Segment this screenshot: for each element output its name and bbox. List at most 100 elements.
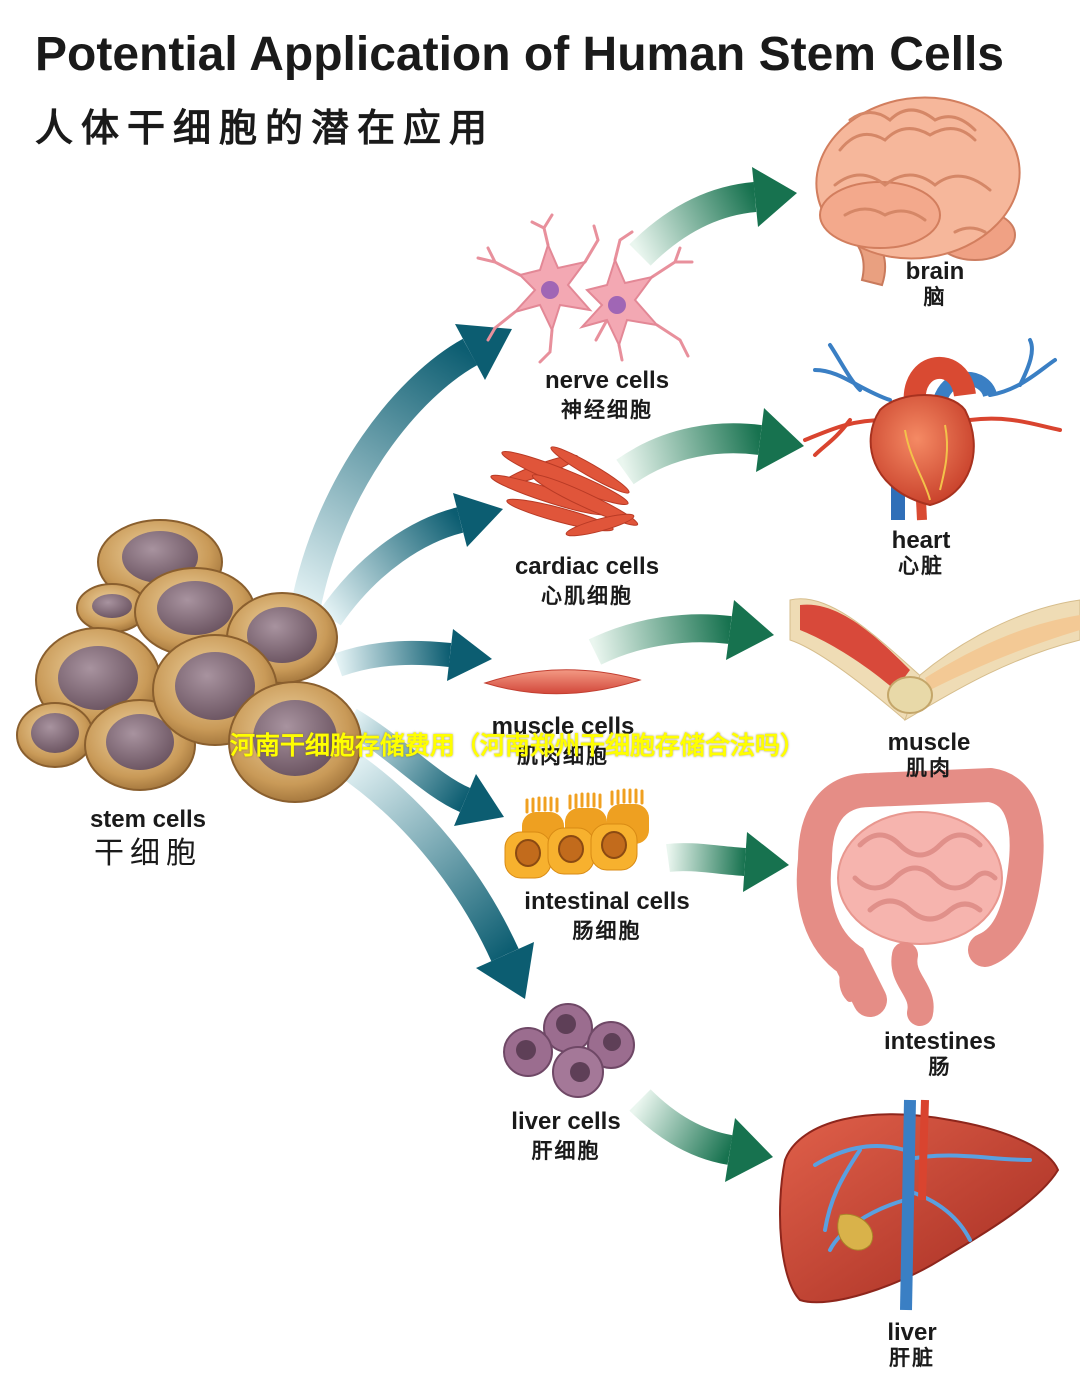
cell-to-organ-arrows <box>588 167 804 1182</box>
liver-cells-label: liver cells 肝细胞 <box>446 1108 686 1168</box>
brain-gyrus <box>843 207 927 222</box>
brain-gyri <box>833 108 992 234</box>
nerve-cells-label-zh: 神经细胞 <box>561 399 653 422</box>
dendrite <box>583 224 600 264</box>
heart-body <box>869 394 975 507</box>
intestinal-cell-nucleus <box>601 831 627 859</box>
dendrite <box>594 318 609 342</box>
vein-branch <box>813 368 892 402</box>
arrowhead-stem-to-intestinal <box>454 774 504 826</box>
dendrite <box>655 323 690 358</box>
stem-cells-label: stem cells 干细胞 <box>28 806 268 874</box>
cardiac-cells-label: cardiac cells 心肌细胞 <box>467 553 707 613</box>
brain-label: brain 脑 <box>815 259 1055 311</box>
arrow-stem-to-cardiac <box>319 507 464 626</box>
intestines-label-zh: 肠 <box>928 1056 952 1079</box>
brain-gyrus <box>833 173 992 192</box>
hepatic-artery <box>918 1099 929 1201</box>
cardiac-cells-label-zh: 心肌细胞 <box>541 585 633 608</box>
dendrite <box>617 343 624 362</box>
stem-cell-nucleus <box>253 700 337 776</box>
intestines-illustration <box>796 767 1044 1026</box>
artery-branch <box>813 418 852 457</box>
stem-cells-label-en: stem cells <box>89 806 207 833</box>
upper-limb-muscle <box>800 604 910 690</box>
liver-cells-label-zh: 肝细胞 <box>531 1140 601 1163</box>
rectum <box>891 942 934 1026</box>
heart-vessels <box>803 338 1062 457</box>
stem-cells-illustration <box>16 519 362 803</box>
arrowhead-nerve-to-brain <box>752 167 797 227</box>
forearm-muscle <box>925 615 1080 690</box>
intestinal-cells-label: intestinal cells 肠细胞 <box>487 888 727 948</box>
arrow-nerve-to-brain <box>629 182 757 266</box>
vein-branch <box>828 343 862 392</box>
heart-label-zh: 心脏 <box>898 555 944 578</box>
gallbladder <box>837 1213 874 1251</box>
vein-branch <box>988 358 1057 397</box>
liver-illustration <box>779 1099 1060 1311</box>
coronary-vessel <box>939 424 949 491</box>
dendrite <box>530 213 554 247</box>
watermark-caption: 河南干细胞存储费用（河南郑州干细胞存储合法吗） <box>230 732 806 760</box>
arrowhead-cardiac-to-heart <box>756 408 804 472</box>
dendrite <box>613 230 634 262</box>
arrow-muscle-cell-to-muscle <box>588 614 732 665</box>
liver-cells-illustration <box>503 1003 635 1098</box>
arrowhead-intestinal-to-intestines <box>743 832 789 892</box>
liver-cell-nucleus <box>603 1033 621 1051</box>
arrow-liver-cell-to-liver <box>629 1089 733 1165</box>
artery-branch <box>968 416 1062 432</box>
nerve-cells-label: nerve cells 神经细胞 <box>487 367 727 427</box>
stem-to-cell-arrows <box>290 324 534 999</box>
heart-label-en: heart <box>891 527 951 554</box>
intestine-loop <box>852 865 998 891</box>
arrow-intestinal-to-intestines <box>666 843 746 876</box>
intestine-loop <box>867 898 983 922</box>
small-intestine <box>837 811 1003 945</box>
arrowhead-stem-to-liver-cell <box>476 942 534 999</box>
liver-cell-nucleus <box>556 1014 576 1034</box>
liver-body <box>779 1113 1060 1304</box>
heart-label: heart 心脏 <box>801 528 1041 580</box>
arrow-cardiac-to-heart <box>616 423 762 485</box>
brain-gyrus <box>848 108 977 132</box>
dendrite <box>650 246 694 279</box>
stem-cell-nucleus <box>58 646 138 710</box>
arrowhead-stem-to-muscle-cell <box>447 629 492 681</box>
cardiac-fiber <box>531 474 639 526</box>
muscle-illustration <box>789 598 1080 722</box>
appendix <box>839 964 854 1002</box>
intestinal-cells-illustration <box>504 788 649 879</box>
arrow-stem-to-liver-cell <box>336 749 519 962</box>
page-title: Potential Application of Human Stem Cell… <box>35 28 1004 81</box>
aorta <box>903 357 976 407</box>
liver-cell-nucleus <box>570 1062 590 1082</box>
vein-branch <box>1018 338 1034 387</box>
dendrite <box>476 246 522 277</box>
nerve-cells-label-en: nerve cells <box>544 367 670 394</box>
liver-label: liver 肝脏 <box>792 1320 1032 1372</box>
brain-temporal-lobe <box>819 181 941 249</box>
brain-label-en: brain <box>905 258 965 285</box>
intestinal-cell-nucleus <box>558 835 584 863</box>
intestinal-cell-nucleus <box>515 839 541 867</box>
liver-vein-branch <box>903 1188 972 1242</box>
microvilli <box>525 788 644 814</box>
brain-illustration <box>815 96 1021 287</box>
stem-cell-nucleus <box>175 652 255 720</box>
intestines-label-en: intestines <box>883 1028 997 1055</box>
large-intestine <box>796 767 1044 1017</box>
muscle-cell-illustration <box>483 669 642 695</box>
liver-cells-label-en: liver cells <box>511 1108 621 1135</box>
portal-vein <box>900 1099 916 1311</box>
cardiac-fiber <box>565 513 635 537</box>
stem-cell-nucleus <box>106 714 174 770</box>
liver-cell-nucleus <box>516 1040 536 1060</box>
dendrite <box>486 310 517 342</box>
intestines-label: intestines 肠 <box>820 1029 1060 1081</box>
neuron-dendrites <box>476 213 694 364</box>
stem-cell-nucleus <box>157 581 233 635</box>
